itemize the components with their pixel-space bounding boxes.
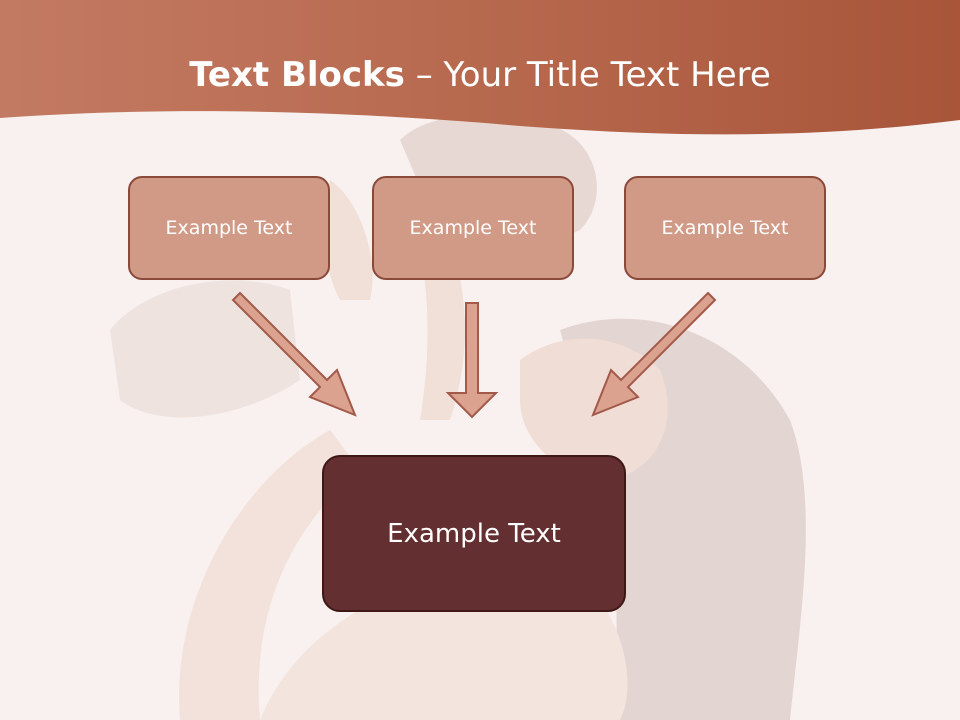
text-block-1-label: Example Text: [165, 217, 293, 239]
title-rest: Your Title Text Here: [443, 55, 771, 95]
page-title: Text Blocks – Your Title Text Here: [0, 55, 960, 95]
text-block-3-label: Example Text: [661, 217, 789, 239]
center-text-block: Example Text: [322, 455, 626, 612]
text-block-3: Example Text: [624, 176, 826, 280]
title-bold: Text Blocks: [189, 55, 405, 95]
text-block-2: Example Text: [372, 176, 574, 280]
title-separator: –: [404, 55, 444, 95]
header-band: [0, 0, 960, 135]
center-text-block-label: Example Text: [387, 518, 561, 549]
text-block-1: Example Text: [128, 176, 330, 280]
text-block-2-label: Example Text: [409, 217, 537, 239]
